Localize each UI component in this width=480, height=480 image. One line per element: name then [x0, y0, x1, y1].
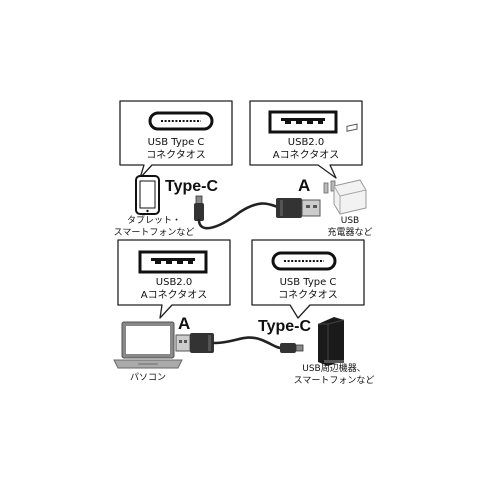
- bottom-right-bubble-line1: USB Type C: [279, 277, 337, 288]
- usb-charger-caption: USB 充電器など: [320, 215, 380, 239]
- top-left-bubble-line2: コネクタオス: [146, 150, 206, 161]
- charger-caption-line2: 充電器など: [327, 228, 373, 238]
- peripheral-caption-line1: USB周辺機器、: [302, 364, 366, 374]
- tablet-caption-line2: スマートフォンなど: [113, 228, 195, 238]
- top-left-type-c-port-icon: [148, 111, 214, 131]
- bottom-left-usb-a-port-icon: [138, 250, 208, 274]
- bottom-right-bubble-text: USB Type C コネクタオス: [252, 276, 364, 302]
- usb-charger-icon: [323, 123, 367, 215]
- tablet-caption-line1: タブレット・: [126, 216, 181, 226]
- bottom-cable-icon: [175, 333, 304, 353]
- top-right-bubble-text: USB2.0 Aコネクタオス: [250, 136, 362, 162]
- bottom-a-label: A: [178, 314, 191, 333]
- bottom-right-bubble-line2: コネクタオス: [278, 290, 338, 301]
- top-cable-icon: [194, 195, 321, 230]
- bottom-type-c-label: Type-C: [258, 318, 312, 335]
- top-type-c-label: Type-C: [165, 178, 219, 195]
- top-a-label: A: [298, 176, 311, 195]
- bottom-right-type-c-port-icon: [271, 251, 337, 271]
- top-right-bubble-line1: USB2.0: [287, 137, 325, 148]
- laptop-icon: [113, 321, 183, 369]
- pc-caption: パソコン: [118, 372, 178, 384]
- top-right-bubble-line2: Aコネクタオス: [272, 150, 340, 161]
- usb-peripheral-icon: [318, 317, 345, 366]
- top-right-usb-a-port-icon: [268, 110, 338, 134]
- top-left-bubble-text: USB Type C コネクタオス: [120, 136, 232, 162]
- peripheral-caption-line2: スマートフォンなど: [293, 376, 375, 386]
- smartphone-icon: [135, 175, 160, 215]
- charger-caption-line1: USB: [340, 216, 360, 226]
- top-left-bubble-line1: USB Type C: [147, 137, 205, 148]
- pc-caption-line1: パソコン: [129, 373, 166, 383]
- tablet-smartphone-caption: タブレット・ スマートフォンなど: [108, 215, 200, 239]
- bottom-left-bubble-line2: Aコネクタオス: [140, 290, 208, 301]
- bottom-left-bubble-text: USB2.0 Aコネクタオス: [118, 276, 230, 302]
- bottom-left-bubble-line1: USB2.0: [155, 277, 193, 288]
- usb-peripheral-caption: USB周辺機器、 スマートフォンなど: [286, 363, 382, 387]
